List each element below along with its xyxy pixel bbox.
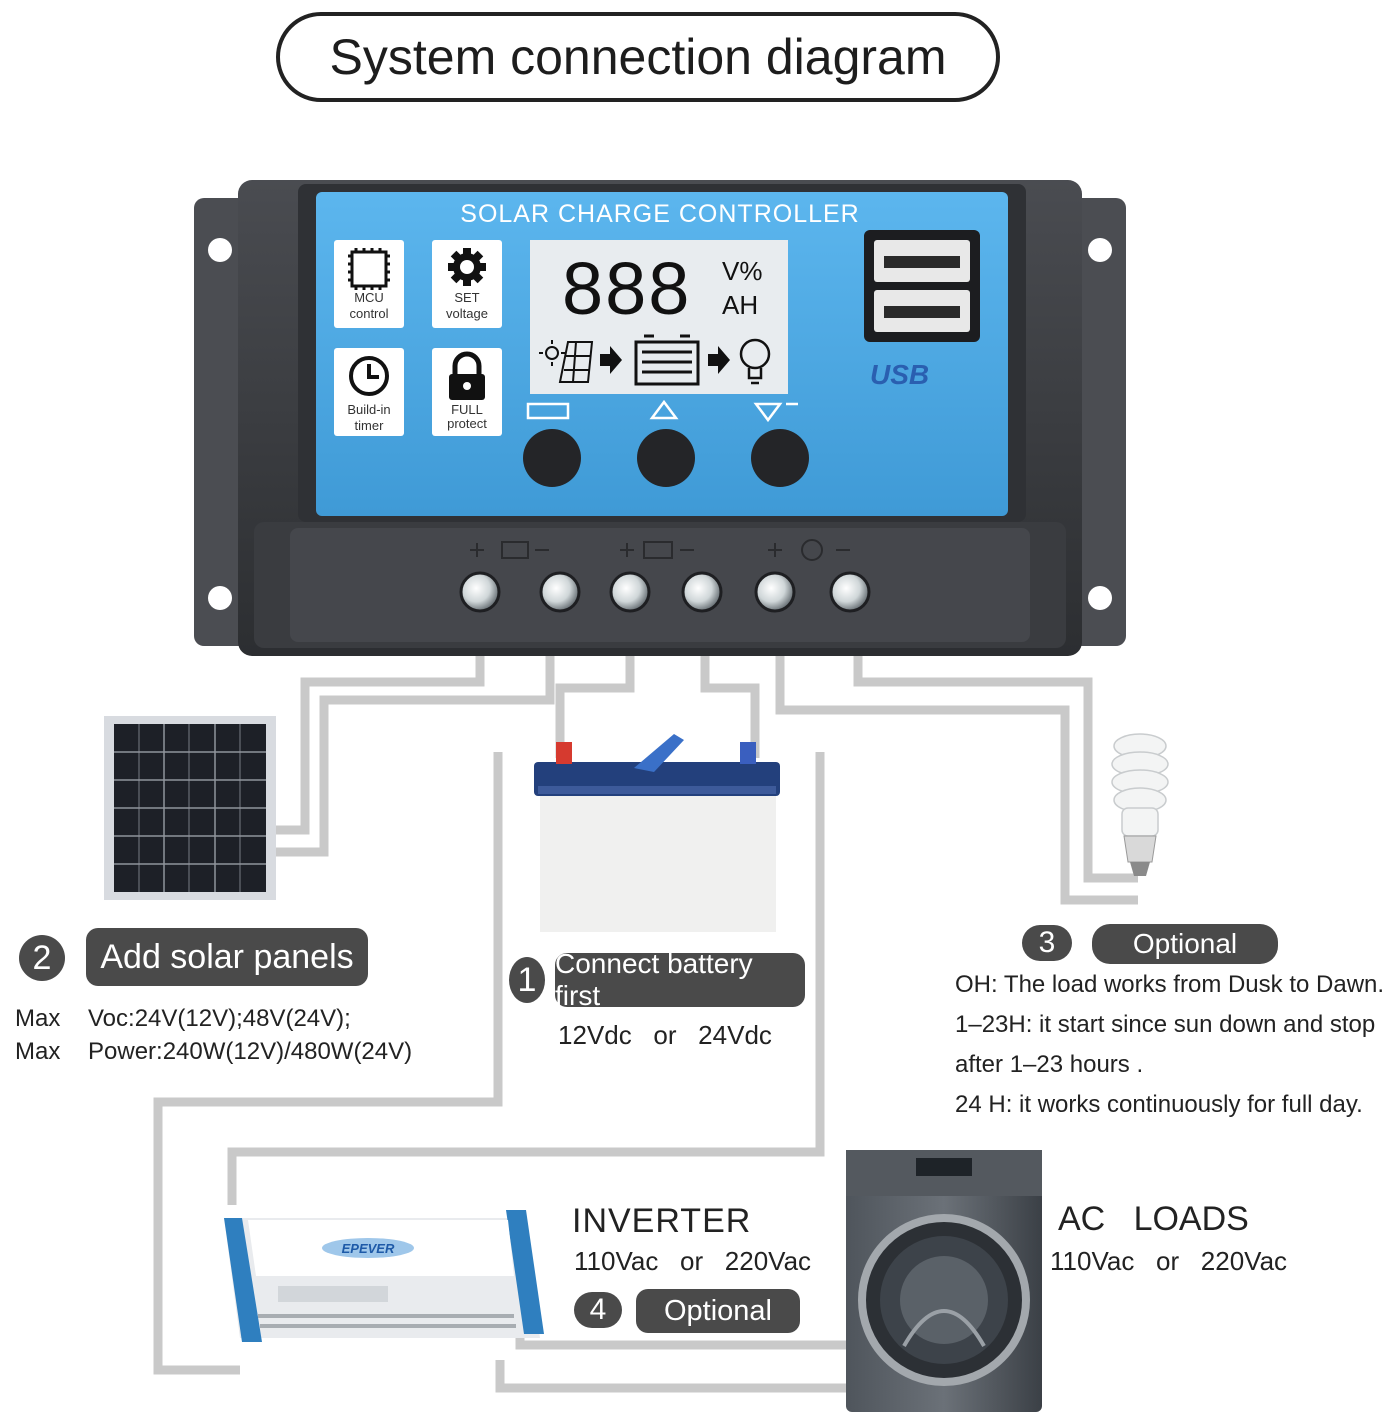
wire-load-positive: [775, 655, 1138, 905]
step-1-badge: 1: [509, 957, 545, 1003]
feature-full-line1: FULL: [451, 402, 483, 417]
terminal-battery-negative: [681, 571, 723, 613]
step-3-badge: 3: [1022, 925, 1072, 961]
lock-icon: [449, 351, 485, 400]
wire-battery-negative: [700, 655, 760, 758]
chip-icon: [348, 248, 390, 290]
arrow-right-icon: [600, 346, 622, 374]
load-note-0: OH: The load works from Dusk to Dawn.: [955, 971, 1385, 998]
cfl-bulb-image: [1111, 733, 1169, 876]
controller-header: SOLAR CHARGE CONTROLLER: [460, 200, 859, 228]
menu-button[interactable]: [523, 429, 581, 487]
feature-set-line2: voltage: [446, 306, 488, 321]
wire-ac-2: [495, 1360, 855, 1393]
lcd-unit-bottom: AH: [722, 290, 758, 320]
diagram-title: System connection diagram: [276, 12, 1000, 102]
feature-mcu-line2: control: [349, 306, 388, 321]
load-optional-label: Optional: [1092, 924, 1278, 964]
solar-spec-2-prefix: Max: [15, 1038, 61, 1065]
terminal-solar-positive: [459, 571, 501, 613]
feature-set-line1: SET: [454, 290, 479, 305]
step-4-badge: 4: [574, 1292, 622, 1328]
feature-mcu-line1: MCU: [354, 290, 384, 305]
wire-load-negative: [853, 655, 1138, 883]
solar-spec-2: Power:240W(12V)/480W(24V): [88, 1038, 413, 1065]
gear-icon: [448, 248, 486, 286]
up-button[interactable]: [637, 429, 695, 487]
solar-panel-image: [104, 716, 276, 900]
lcd-screen: [530, 240, 788, 394]
load-note-1: 1–23H: it start since sun down and stop: [955, 1011, 1376, 1038]
up-symbol-icon: [649, 399, 679, 420]
battery-voltage: 12Vdc or 24Vdc: [558, 1020, 772, 1050]
terminal-battery-positive: [609, 571, 651, 613]
arrow-right-icon-2: [708, 346, 730, 374]
ac-loads-title: AC LOADS: [1058, 1200, 1249, 1238]
usb-label: USB: [870, 359, 929, 390]
bulb-icon: [739, 338, 771, 385]
wire-inverter-2: [227, 752, 825, 1205]
load-note-2: after 1–23 hours .: [955, 1051, 1144, 1078]
load-timer-notes: OH: The load works from Dusk to Dawn. 1–…: [955, 970, 1399, 1130]
lcd-unit-top: V%: [722, 256, 762, 286]
feature-timer-line1: Build-in: [347, 402, 390, 417]
inverter-optional-label: Optional: [636, 1289, 800, 1333]
inverter-title: INVERTER: [572, 1202, 752, 1240]
menu-symbol-icon: [526, 402, 570, 420]
terminal-solar-negative: [539, 571, 581, 613]
wire-solar-negative: [272, 655, 555, 857]
feature-full-line2: protect: [447, 416, 487, 431]
battery-icon: [634, 334, 700, 386]
down-button[interactable]: [751, 429, 809, 487]
inverter-voltage: 110Vac or 220Vac: [574, 1246, 812, 1276]
washing-machine-image: [846, 1150, 1042, 1412]
solar-charge-controller: SOLAR CHARGE CONTROLLER: [194, 180, 1126, 656]
terminal-load-positive: [754, 571, 796, 613]
clock-icon: [349, 356, 389, 396]
lcd-digits: 888: [562, 247, 691, 330]
battery-image: [534, 734, 780, 932]
connect-battery-first-label: Connect battery first: [555, 948, 805, 1011]
solar-spec-1-prefix: Max: [15, 1005, 61, 1032]
down-symbol-icon: [753, 402, 798, 423]
load-note-3: 24 H: it works continuously for full day…: [955, 1091, 1363, 1118]
wire-solar-positive: [272, 655, 485, 835]
solar-spec-1: Voc:24V(12V);48V(24V);: [88, 1005, 351, 1032]
step-2-badge: 2: [19, 935, 65, 981]
ac-loads-voltage: 110Vac or 220Vac: [1050, 1246, 1288, 1276]
inverter-brand: EPEVER: [342, 1241, 395, 1256]
wire-battery-positive: [555, 655, 635, 758]
feature-timer-line2: timer: [355, 418, 385, 433]
terminal-load-negative: [829, 571, 871, 613]
wire-inverter-1: [153, 752, 503, 1375]
add-solar-panels-label: Add solar panels: [86, 928, 368, 986]
sun-panel-icon: [539, 340, 594, 383]
inverter-image: EPEVER: [224, 1210, 544, 1342]
